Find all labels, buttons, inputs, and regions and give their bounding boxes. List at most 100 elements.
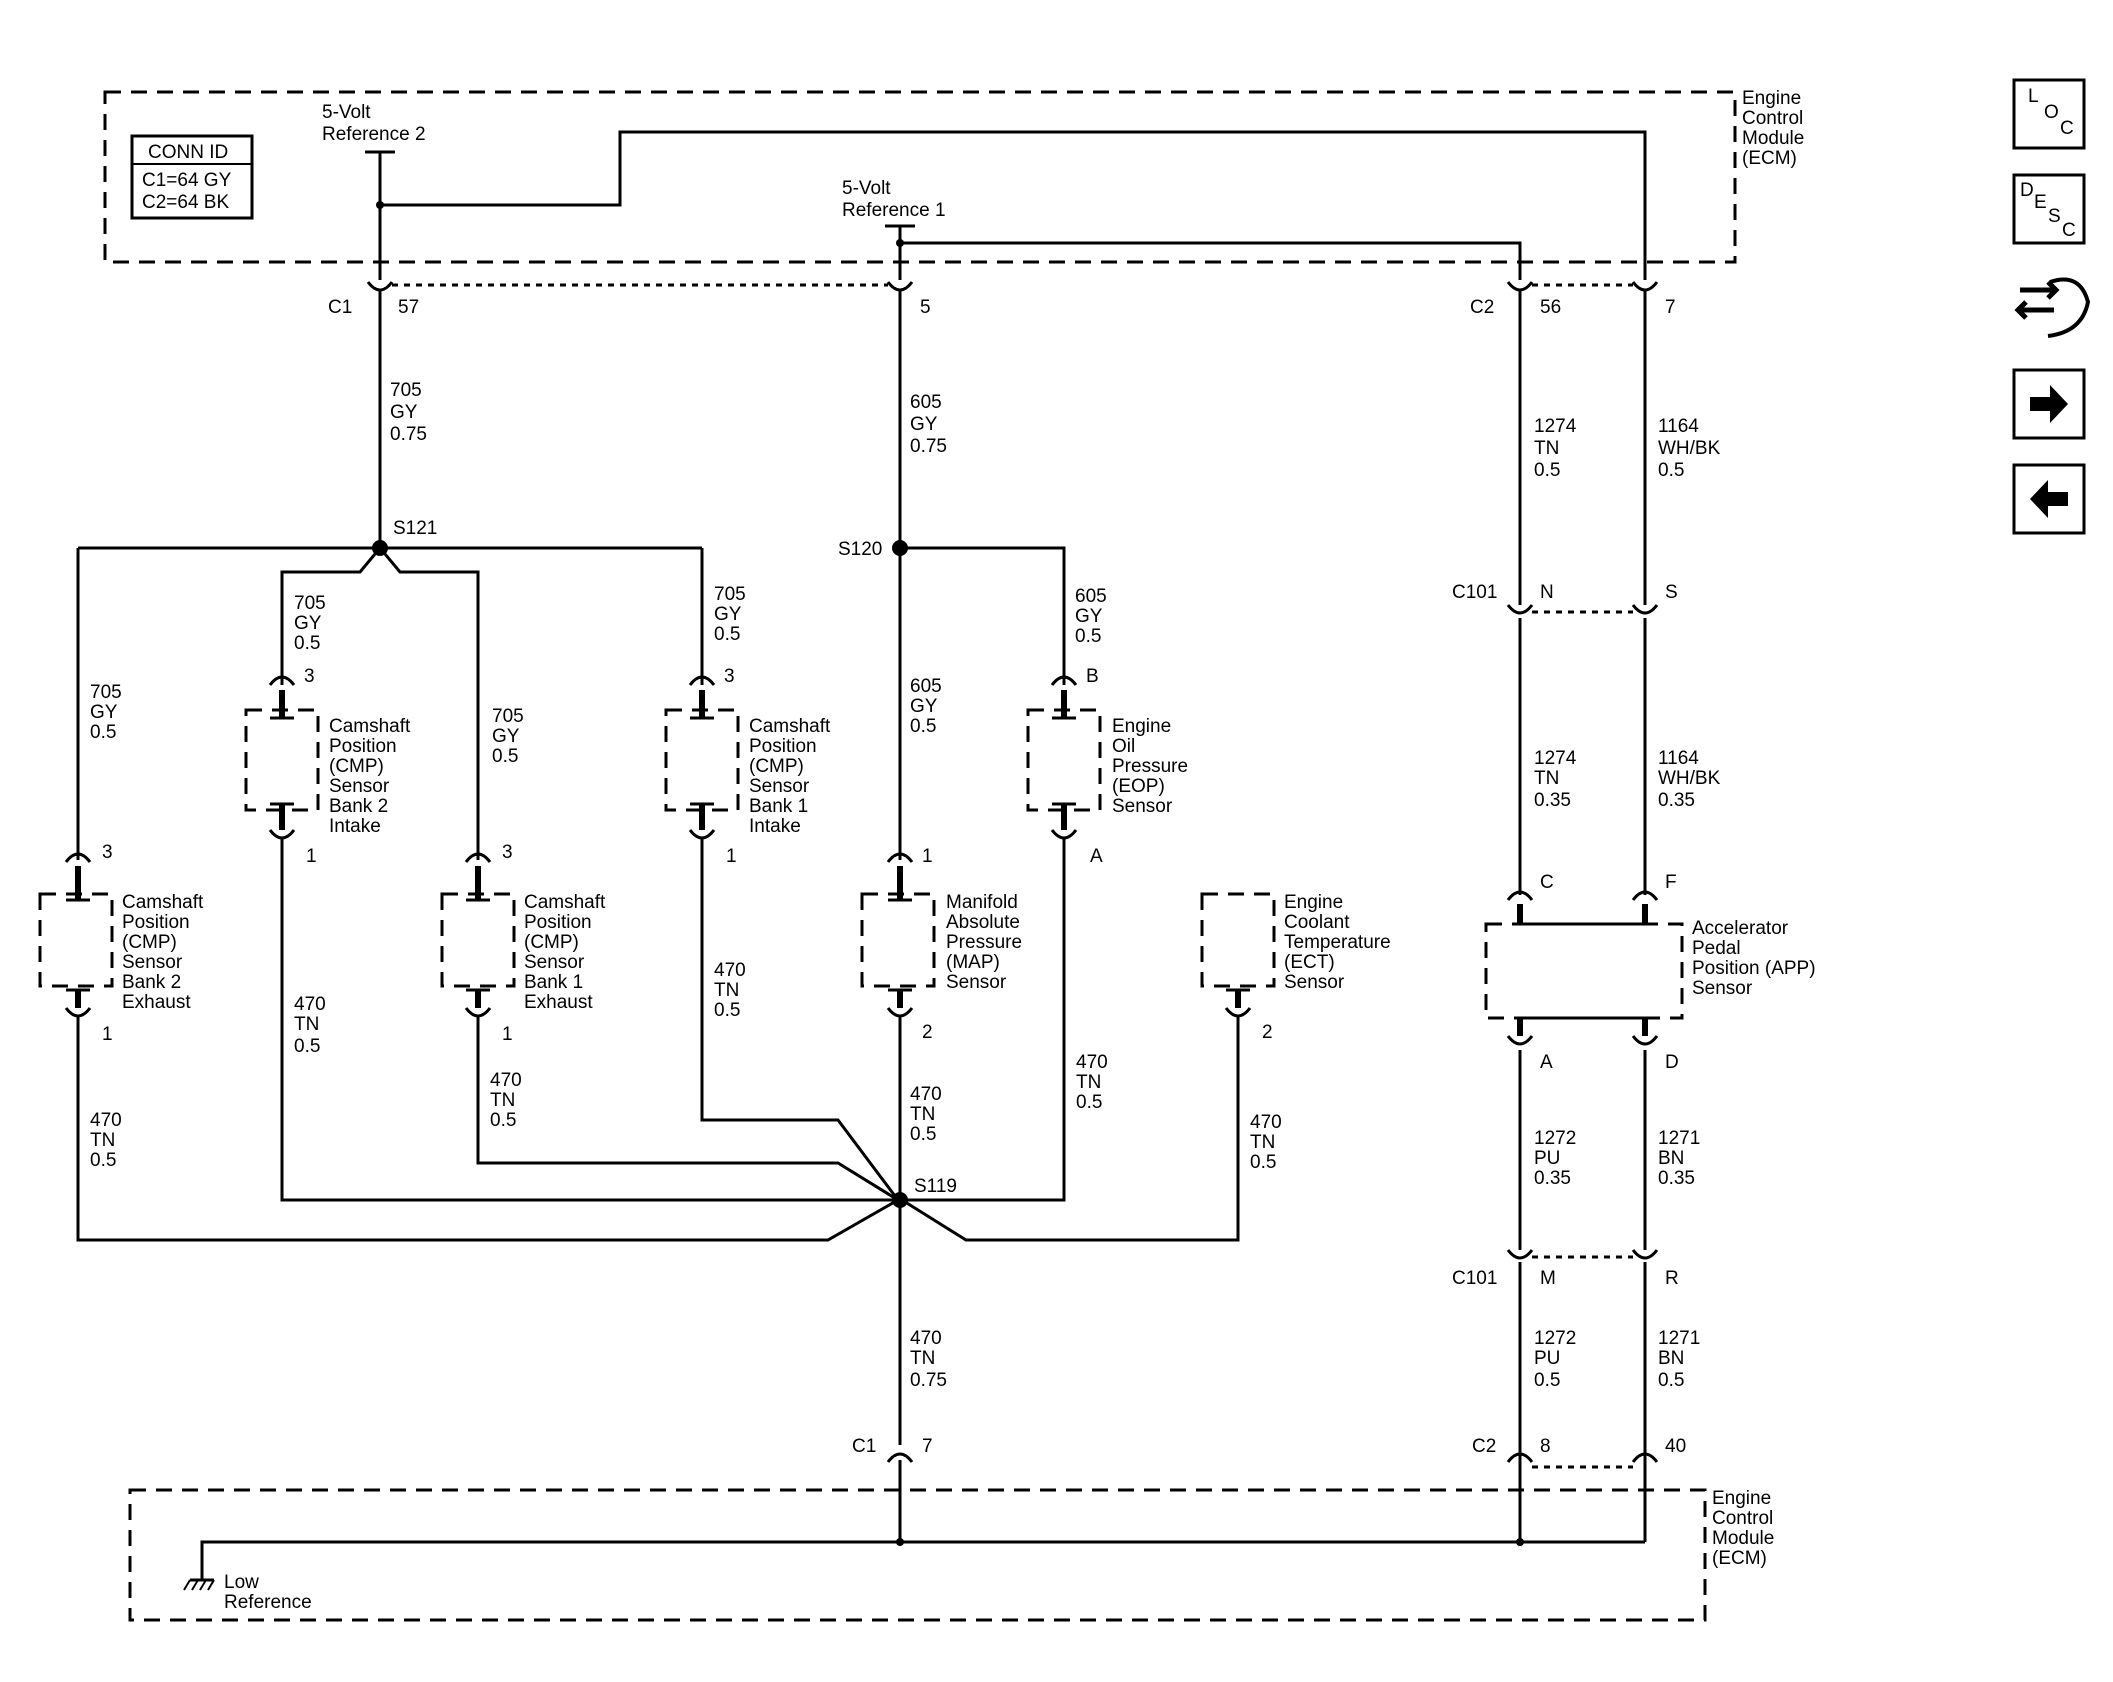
svg-text:A: A (1540, 1052, 1553, 1073)
svg-text:Camshaft: Camshaft (122, 892, 204, 913)
wire-1274-top: 1274 TN 0.5 (1534, 416, 1577, 481)
wire-470-e: 470 TN 0.5 (910, 1084, 942, 1145)
cmp-bank1-exhaust-sensor: 3 1 Camshaft Position (CMP) Sensor Bank … (440, 842, 606, 1045)
svg-text:0.5: 0.5 (1658, 460, 1684, 481)
svg-text:0.35: 0.35 (1658, 790, 1695, 811)
svg-text:Accelerator: Accelerator (1692, 918, 1789, 939)
svg-text:Camshaft: Camshaft (329, 716, 411, 737)
svg-text:705: 705 (390, 380, 422, 401)
svg-text:TN: TN (1076, 1072, 1101, 1093)
svg-text:1274: 1274 (1534, 416, 1577, 437)
svg-text:(CMP): (CMP) (122, 932, 177, 953)
svg-text:TN: TN (910, 1104, 935, 1125)
svg-text:0.35: 0.35 (1658, 1168, 1695, 1189)
svg-text:GY: GY (390, 402, 418, 423)
svg-text:0.5: 0.5 (90, 1150, 116, 1171)
svg-text:Sensor: Sensor (524, 952, 585, 973)
svg-text:470: 470 (490, 1070, 522, 1091)
loc-button[interactable]: L O C (2012, 78, 2086, 150)
svg-text:Position: Position (329, 736, 397, 757)
cmp-bank2-intake-sensor: 3 1 Camshaft Position (CMP) Sensor Bank … (244, 666, 411, 867)
svg-text:C1: C1 (852, 1436, 876, 1457)
svg-text:Coolant: Coolant (1284, 912, 1350, 933)
wire-605-main: 605 GY 0.75 (910, 392, 947, 457)
svg-text:C2: C2 (1472, 1436, 1496, 1457)
svg-text:0.5: 0.5 (1534, 1370, 1560, 1391)
svg-text:0.75: 0.75 (910, 1370, 947, 1391)
svg-text:Sensor: Sensor (946, 972, 1007, 993)
svg-text:470: 470 (1076, 1052, 1108, 1073)
splice-s119 (892, 1192, 908, 1208)
svg-text:Oil: Oil (1112, 736, 1135, 757)
svg-text:470: 470 (1250, 1112, 1282, 1133)
svg-text:GY: GY (1075, 606, 1103, 627)
svg-text:1164: 1164 (1658, 416, 1699, 437)
svg-text:470: 470 (90, 1110, 122, 1131)
s119-label: S119 (914, 1176, 957, 1197)
svg-text:57: 57 (398, 297, 419, 318)
connector-c2-bottom: C2 8 40 (1472, 1436, 1686, 1469)
svg-text:Exhaust: Exhaust (122, 992, 191, 1013)
svg-text:0.5: 0.5 (1658, 1370, 1684, 1391)
svg-text:470: 470 (714, 960, 746, 981)
svg-text:L: L (2028, 86, 2039, 107)
svg-text:B: B (1086, 666, 1099, 687)
svg-text:C: C (1540, 872, 1554, 893)
svg-text:705: 705 (294, 593, 326, 614)
svg-text:Camshaft: Camshaft (749, 716, 831, 737)
svg-text:TN: TN (294, 1014, 319, 1035)
ref2-label-2: Reference 2 (322, 124, 426, 145)
desc-button[interactable]: D E S C (2012, 173, 2086, 245)
svg-text:(ECM): (ECM) (1742, 148, 1797, 169)
svg-text:0.35: 0.35 (1534, 790, 1571, 811)
svg-text:Exhaust: Exhaust (524, 992, 593, 1013)
connector-c101-upper: C101 N S (1452, 582, 1678, 615)
svg-text:605: 605 (1075, 586, 1107, 607)
svg-text:0.75: 0.75 (910, 436, 947, 457)
map-sensor: 1 2 Manifold Absolute Pressure (MAP) Sen… (860, 846, 1022, 1043)
connector-c2-top: C2 56 7 (1470, 281, 1676, 318)
svg-text:Bank 1: Bank 1 (524, 972, 583, 993)
previous-arrow-icon[interactable] (2012, 463, 2086, 535)
svg-text:WH/BK: WH/BK (1658, 768, 1721, 789)
svg-text:3: 3 (724, 666, 735, 687)
svg-text:2: 2 (1262, 1022, 1273, 1043)
svg-text:470: 470 (910, 1084, 942, 1105)
conn-id-title: CONN ID (148, 142, 228, 163)
conn-id-c2: C2=64 BK (142, 192, 229, 213)
svg-text:Sensor: Sensor (1112, 796, 1173, 817)
wire-470-b: 470 TN 0.5 (714, 960, 746, 1021)
ref2-label-1: 5-Volt (322, 102, 371, 123)
svg-text:Sensor: Sensor (1284, 972, 1345, 993)
svg-text:3: 3 (304, 666, 315, 687)
connector-c1-top: C1 57 5 (328, 281, 931, 318)
wire-705-a: 705 GY 0.5 (294, 593, 326, 654)
ect-sensor: 2 Engine Coolant Temperature (ECT) Senso… (1200, 892, 1391, 1043)
svg-text:Module: Module (1712, 1528, 1774, 1549)
svg-text:1271: 1271 (1658, 1128, 1700, 1149)
svg-text:TN: TN (1534, 438, 1559, 459)
svg-text:Sensor: Sensor (122, 952, 183, 973)
svg-text:Position (APP): Position (APP) (1692, 958, 1816, 979)
svg-text:0.5: 0.5 (1075, 626, 1101, 647)
wire-1164-mid: 1164 WH/BK 0.35 (1658, 748, 1721, 811)
svg-text:TN: TN (490, 1090, 515, 1111)
svg-text:3: 3 (502, 842, 513, 863)
svg-text:Position: Position (122, 912, 190, 933)
wire-705-d: 705 GY 0.5 (492, 706, 524, 767)
connector-view-icon[interactable] (2014, 277, 2091, 338)
svg-text:605: 605 (910, 676, 942, 697)
svg-text:GY: GY (910, 696, 938, 717)
wire-470-main: 470 TN 0.75 (910, 1328, 947, 1391)
next-arrow-icon[interactable] (2012, 368, 2086, 440)
svg-text:Module: Module (1742, 128, 1804, 149)
svg-text:0.35: 0.35 (1534, 1168, 1571, 1189)
svg-text:GY: GY (910, 414, 938, 435)
svg-text:1164: 1164 (1658, 748, 1699, 769)
connector-c1-bottom: C1 7 (852, 1436, 933, 1463)
svg-text:BN: BN (1658, 1148, 1684, 1169)
wire-1272-a: 1272 PU 0.35 (1534, 1128, 1576, 1189)
svg-text:Sensor: Sensor (749, 776, 810, 797)
svg-text:705: 705 (714, 584, 746, 605)
